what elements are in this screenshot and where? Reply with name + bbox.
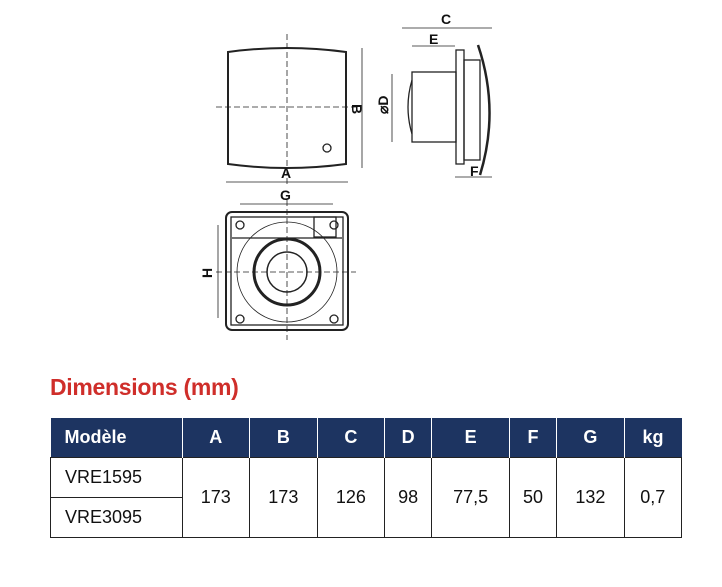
table-header-row: Modèle A B C D E F G kg <box>50 418 682 458</box>
label-f: F <box>470 163 479 179</box>
value-c: 126 <box>316 457 386 538</box>
value-g: 132 <box>556 457 625 538</box>
back-view <box>216 200 356 340</box>
side-view <box>391 27 492 178</box>
model-cell: VRE3095 <box>50 497 183 538</box>
header-model: Modèle <box>50 418 183 458</box>
model-cell: VRE1595 <box>50 457 183 498</box>
label-d: ⌀D <box>375 95 391 114</box>
header-g: G <box>556 418 625 458</box>
label-b: B <box>349 104 365 114</box>
label-g: G <box>280 187 291 203</box>
label-h: H <box>199 268 215 278</box>
header-a: A <box>182 418 251 458</box>
header-c: C <box>317 418 386 458</box>
header-e: E <box>431 418 510 458</box>
value-d: 98 <box>384 457 433 538</box>
value-a: 173 <box>181 457 251 538</box>
table-row: VRE1595 173 173 126 98 77,5 50 132 0,7 <box>50 457 683 538</box>
technical-drawing: A B C ⌀D E F G H <box>199 11 492 340</box>
value-b: 173 <box>249 457 318 538</box>
dimensions-table: Modèle A B C D E F G kg VRE1595 173 173 … <box>50 418 683 538</box>
front-view <box>216 34 363 186</box>
value-e: 77,5 <box>431 457 510 538</box>
value-kg: 0,7 <box>623 457 683 538</box>
dimensions-title: Dimensions (mm) <box>50 374 239 400</box>
label-e: E <box>429 31 438 47</box>
value-f: 50 <box>508 457 558 538</box>
table-row: VRE3095 <box>50 497 682 538</box>
header-kg: kg <box>624 418 682 458</box>
header-b: B <box>249 418 318 458</box>
header-d: D <box>384 418 433 458</box>
label-c: C <box>441 11 451 27</box>
header-f: F <box>509 418 558 458</box>
label-a: A <box>281 165 291 181</box>
